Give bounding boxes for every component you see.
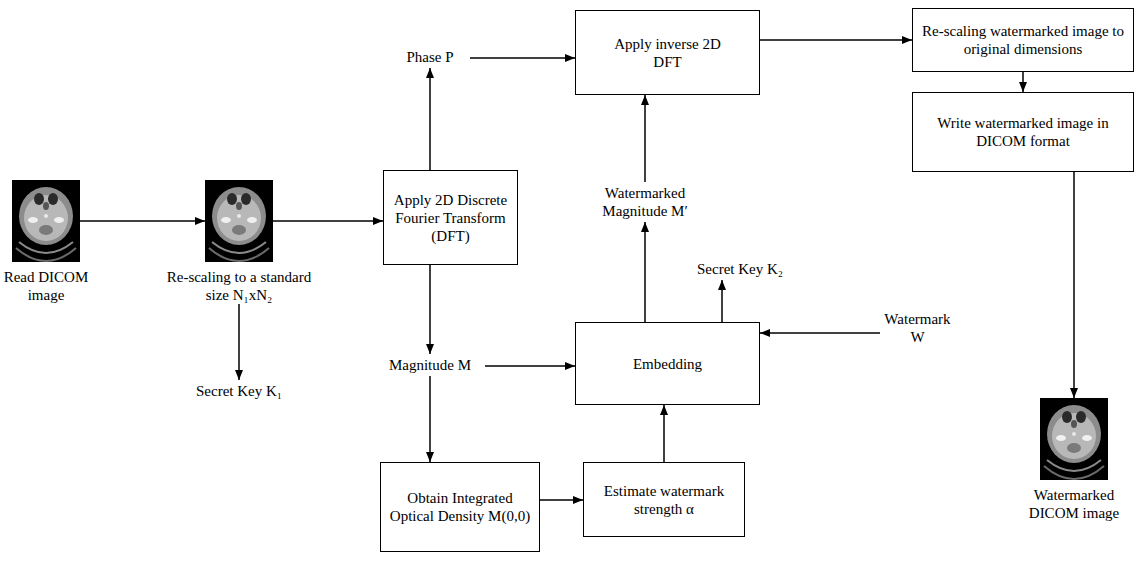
signal-label: Magnitude M [375, 354, 485, 376]
flow-arrow [663, 405, 665, 462]
node-text: Magnitude M [378, 356, 482, 374]
flow-arrow [760, 332, 880, 334]
node-text: Estimate watermark strength α [590, 482, 738, 518]
image-caption: Watermarked DICOM image [1019, 486, 1129, 522]
ct-image [205, 180, 273, 262]
node-text: Re-scaling watermarked image to original… [919, 22, 1127, 58]
process-box: Re-scaling watermarked image to original… [912, 8, 1134, 72]
image-caption: Re-scaling to a standard size N₁xN₂ [164, 268, 314, 304]
node-text: Apply 2D Discrete Fourier Transform (DFT… [390, 191, 511, 245]
flow-arrow [273, 220, 383, 222]
process-box: Apply 2D Discrete Fourier Transform (DFT… [383, 170, 518, 265]
input-image: Read DICOM image [12, 180, 80, 262]
flow-arrow [80, 220, 205, 222]
process-box: Write watermarked image in DICOM format [912, 92, 1134, 172]
process-box: Embedding [575, 322, 760, 405]
ct-image [12, 180, 80, 262]
key-label: Secret Key K₁ [174, 380, 304, 402]
node-text: Obtain Integrated Optical Density M(0,0) [387, 489, 533, 525]
key-label: Secret Key K₂ [680, 258, 800, 280]
flow-arrow [644, 95, 646, 182]
flow-arrow [644, 222, 646, 322]
flow-arrow [1022, 72, 1024, 92]
flow-arrow [429, 376, 431, 462]
flow-arrow [760, 39, 912, 41]
node-text: Write watermarked image in DICOM format [919, 114, 1127, 150]
flow-arrow [485, 365, 575, 367]
image-caption: Read DICOM image [2, 268, 90, 304]
process-box: Estimate watermark strength α [583, 462, 745, 537]
node-text: Phase P [393, 48, 467, 66]
node-text: Watermark W [883, 310, 952, 346]
node-text: Secret Key K₁ [177, 382, 301, 400]
flow-arrow [238, 304, 240, 380]
node-text: Secret Key K₂ [683, 260, 797, 278]
process-box: Obtain Integrated Optical Density M(0,0) [380, 462, 540, 552]
node-text: Watermarked Magnitude M′ [588, 184, 702, 220]
flow-arrow [540, 499, 583, 501]
input-label: Watermark W [880, 308, 955, 348]
process-box: Apply inverse 2D DFT [575, 10, 760, 95]
rescaled-image: Re-scaling to a standard size N₁xN₂ [205, 180, 273, 262]
flow-arrow [429, 265, 431, 354]
node-text: Embedding [633, 355, 702, 373]
flow-arrow [1073, 172, 1075, 398]
flow-arrow [429, 68, 431, 170]
node-text: Apply inverse 2D DFT [606, 35, 729, 71]
flow-arrow [470, 57, 575, 59]
flow-arrow [721, 280, 723, 322]
signal-label: Watermarked Magnitude M′ [585, 182, 705, 222]
output-image: Watermarked DICOM image [1040, 398, 1108, 480]
ct-image [1040, 398, 1108, 480]
signal-label: Phase P [390, 46, 470, 68]
